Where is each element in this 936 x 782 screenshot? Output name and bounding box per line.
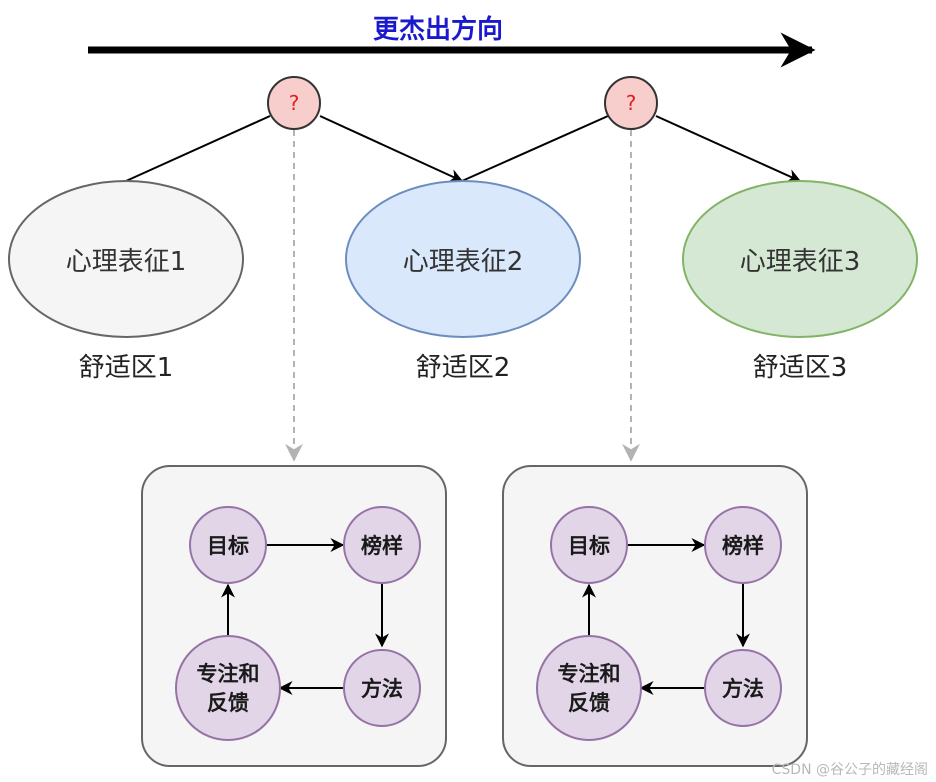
- question-circle: [267, 76, 321, 130]
- watermark: CSDN @谷公子的藏经阁: [772, 762, 928, 778]
- direction-title: 更杰出方向: [373, 14, 503, 45]
- method-label: 方法: [361, 677, 403, 701]
- comfort-zone-label: 舒适区1: [79, 353, 174, 383]
- question-circle: [604, 76, 658, 130]
- question-mark: ?: [626, 91, 637, 115]
- stage-ellipse: [8, 180, 244, 338]
- representation-label: 心理表征3: [740, 247, 861, 277]
- model-label: 榜样: [361, 534, 403, 558]
- question-mark: ?: [289, 91, 300, 115]
- method-node: [343, 649, 421, 727]
- goal-node: [550, 506, 628, 584]
- focus-label-line1: 专注和: [197, 662, 260, 686]
- focus-label-line2: 反馈: [568, 691, 610, 715]
- comfort-zone-label: 舒适区2: [416, 353, 511, 383]
- representation-label: 心理表征2: [403, 247, 524, 277]
- model-label: 榜样: [722, 534, 764, 558]
- method-label: 方法: [722, 677, 764, 701]
- representation-label: 心理表征1: [66, 247, 187, 277]
- focus-feedback-node: [175, 635, 281, 741]
- goal-label: 目标: [568, 534, 610, 558]
- focus-label-line2: 反馈: [207, 691, 249, 715]
- goal-node: [189, 506, 267, 584]
- practice-cycle-2: 目标 榜样 方法 专注和 反馈: [502, 465, 808, 767]
- stage-ellipse: [345, 180, 581, 338]
- question-marker-1: ?: [267, 76, 321, 130]
- focus-feedback-node: [536, 635, 642, 741]
- method-node: [704, 649, 782, 727]
- arrow-question2-to-stage3: [655, 115, 802, 183]
- comfort-zone-label: 舒适区3: [753, 353, 848, 383]
- question-marker-2: ?: [604, 76, 658, 130]
- connector-stage1-to-question1: [125, 115, 271, 182]
- model-node: [704, 506, 782, 584]
- practice-cycle-1: 目标 榜样 方法 专注和 反馈: [141, 465, 447, 767]
- stage-3: 心理表征3 舒适区3: [682, 180, 918, 383]
- stage-1: 心理表征1 舒适区1: [8, 180, 244, 383]
- stage-ellipse: [682, 180, 918, 338]
- focus-label-line1: 专注和: [558, 662, 621, 686]
- stage-2: 心理表征2 舒适区2: [345, 180, 581, 383]
- model-node: [343, 506, 421, 584]
- connector-stage2-to-question2: [461, 115, 609, 182]
- goal-label: 目标: [207, 534, 249, 558]
- arrow-question1-to-stage2: [319, 115, 464, 183]
